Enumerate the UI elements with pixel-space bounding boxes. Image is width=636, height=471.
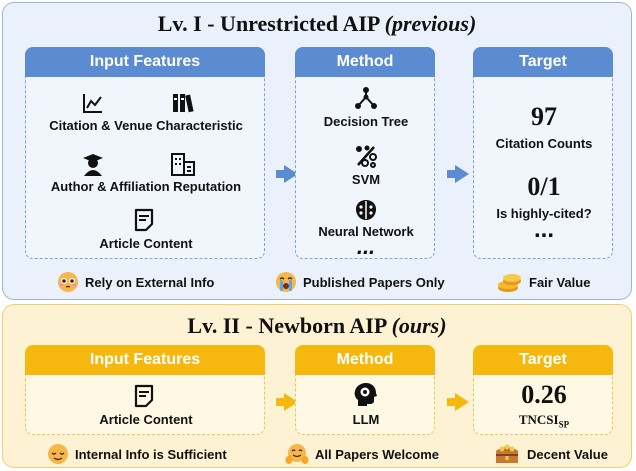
input-item-content: Article Content — [99, 236, 193, 251]
level1-input-box: Input Features Citation & Venue Characte… — [25, 47, 265, 259]
target-metric-sub: SP — [558, 419, 570, 430]
level1-method-header: Method — [295, 47, 435, 77]
footer-decent-value: Decent Value — [527, 447, 608, 462]
arrow-input-to-method — [276, 165, 298, 183]
neural-network-brain-icon — [356, 200, 376, 220]
document-icon — [134, 384, 154, 408]
level2-input-box: Input Features Article Content — [25, 345, 265, 435]
face-with-pleading-eyes-icon — [58, 272, 78, 292]
target-more: ... — [533, 216, 554, 243]
footer-fair-value: Fair Value — [529, 275, 591, 290]
level1-title-main: Lv. I - Unrestricted AIP — [157, 11, 380, 36]
graduate-icon — [83, 154, 103, 176]
footer-all-papers: All Papers Welcome — [315, 447, 440, 462]
level1-title-tag: (previous) — [384, 11, 477, 36]
crying-face-icon — [276, 272, 296, 292]
level1-input-header: Input Features — [25, 47, 265, 77]
input-item-citation: Citation & Venue Characteristic — [49, 118, 243, 133]
line-chart-icon — [83, 94, 102, 113]
level2-input-item: Article Content — [99, 412, 193, 427]
level2-target-header: Target — [473, 345, 613, 375]
books-icon — [173, 94, 194, 113]
decision-tree-icon — [355, 87, 377, 109]
target-value-binary: 0/1 — [527, 172, 561, 201]
level2-method-header: Method — [295, 345, 435, 375]
arrow-input-to-method-2 — [276, 393, 298, 411]
footer-internal-sufficient: Internal Info is Sufficient — [75, 447, 227, 462]
target-label-binary: Is highly-cited? — [496, 206, 592, 221]
treasure-chest-icon — [496, 444, 518, 463]
footer-rely-external: Rely on External Info — [85, 275, 215, 290]
level2-title-main: Lv. II - Newborn AIP — [187, 313, 387, 338]
level2-method-item: LLM — [352, 412, 380, 427]
target-metric: TNCSISP — [474, 412, 614, 430]
level1-panel: Lv. I - Unrestricted AIP (previous) Inpu… — [2, 2, 632, 300]
level2-title-tag: (ours) — [391, 313, 447, 338]
level2-panel: Lv. II - Newborn AIP (ours) Input Featur… — [2, 304, 632, 468]
arrow-method-to-target — [447, 165, 469, 183]
method-item-neural-network: Neural Network — [318, 224, 414, 239]
level2-input-header: Input Features — [25, 345, 265, 375]
relieved-face-icon — [48, 444, 68, 464]
level1-target-header: Target — [473, 47, 613, 77]
input-item-author: Author & Affiliation Reputation — [50, 179, 242, 194]
target-label-citation: Citation Counts — [495, 136, 593, 151]
target-value-tncsi: 0.26 — [521, 380, 567, 409]
hugging-face-icon — [285, 444, 309, 464]
method-item-svm: SVM — [351, 172, 381, 187]
level2-target-box: Target 0.26 TNCSISP — [473, 345, 613, 435]
coins-icon — [498, 274, 521, 292]
arrow-method-to-target-2 — [447, 393, 469, 411]
footer-published-only: Published Papers Only — [303, 275, 445, 290]
building-icon — [171, 153, 195, 176]
svm-icon — [356, 145, 377, 168]
head-brain-icon — [354, 383, 377, 406]
method-item-decision-tree: Decision Tree — [323, 114, 409, 129]
document-icon — [134, 208, 154, 232]
level1-method-box: Method Decision Tree SVM Neural Network … — [295, 47, 435, 259]
target-value-citation: 97 — [531, 102, 557, 131]
level1-target-box: Target 97 Citation Counts 0/1 Is highly-… — [473, 47, 613, 259]
target-metric-name: TNCSI — [518, 412, 559, 427]
level1-title: Lv. I - Unrestricted AIP (previous) — [3, 11, 631, 37]
method-item-more: ... — [356, 234, 376, 259]
level2-title: Lv. II - Newborn AIP (ours) — [3, 313, 631, 339]
level2-method-box: Method LLM — [295, 345, 435, 435]
